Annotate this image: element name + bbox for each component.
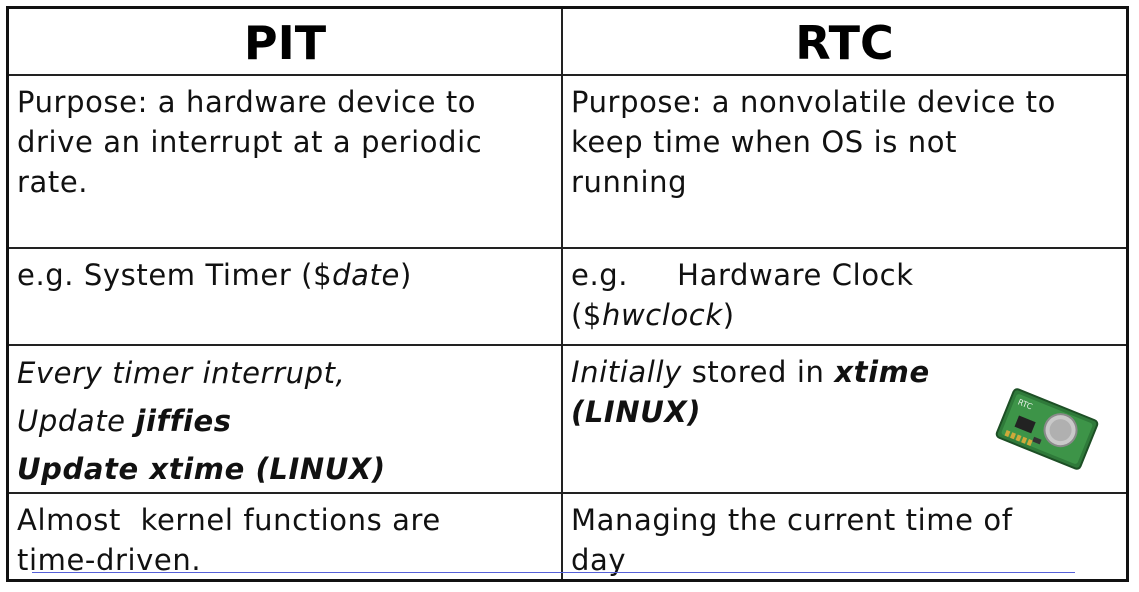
rtc-summary-line: day — [571, 543, 627, 577]
rtc-xtime: xtime — [834, 355, 930, 389]
rtc-purpose-line: keep time when OS is not — [571, 125, 958, 159]
rtc-summary-line: Managing the current time of — [571, 503, 1013, 537]
column-divider — [561, 9, 563, 579]
pit-update-line: Every timer interrupt, — [17, 356, 346, 390]
pit-summary-line: time-driven. — [17, 543, 202, 577]
rtc-stored-in: stored in — [681, 355, 835, 389]
row-divider — [9, 492, 1126, 494]
rtc-example-command: hwclock — [601, 298, 723, 332]
text-underline — [32, 572, 1075, 573]
pit-purpose-line: Purpose: a hardware device to — [17, 85, 477, 119]
rtc-purpose-cell: Purpose: a nonvolatile device to keep ti… — [563, 76, 1126, 202]
header-rtc: RTC — [795, 16, 894, 70]
pit-purpose-line: rate. — [17, 165, 89, 199]
rtc-example-suffix: ) — [722, 298, 735, 332]
pit-example-command: date — [332, 258, 400, 292]
pit-update-cell: Every timer interrupt, Update jiffies Up… — [9, 346, 561, 493]
row-divider — [9, 247, 1126, 249]
pit-example-prefix: e.g. System Timer ($ — [17, 258, 333, 292]
pit-example-suffix: ) — [399, 258, 412, 292]
rtc-example-line: e.g. Hardware Clock — [571, 258, 914, 292]
rtc-purpose-line: running — [571, 165, 688, 199]
rtc-example-cell: e.g. Hardware Clock ($hwclock) — [563, 249, 1126, 335]
rtc-purpose-summary-cell: Managing the current time of day — [563, 494, 1126, 580]
rtc-board-image: RTC — [995, 388, 1099, 470]
comparison-table: PIT RTC Purpose: a hardware device to dr… — [6, 6, 1129, 582]
rtc-purpose-line: Purpose: a nonvolatile device to — [571, 85, 1056, 119]
header-pit: PIT — [243, 16, 327, 70]
pit-purpose-cell: Purpose: a hardware device to drive an i… — [9, 76, 561, 202]
pit-purpose-line: drive an interrupt at a periodic — [17, 125, 483, 159]
pit-update-line: Update jiffies — [17, 397, 553, 445]
row-divider — [9, 344, 1126, 346]
pit-update-xtime: Update xtime (LINUX) — [17, 452, 386, 486]
rtc-example-line: ($hwclock) — [571, 295, 1118, 335]
pit-example-line: e.g. System Timer ($date) — [17, 255, 553, 295]
pit-example-cell: e.g. System Timer ($date) — [9, 249, 561, 295]
pit-purpose-summary-cell: Almost kernel functions are time-driven. — [9, 494, 561, 580]
rtc-initially: Initially — [571, 355, 682, 389]
pit-jiffies: jiffies — [135, 404, 232, 438]
rtc-storage-cell: Initially stored in xtime (LINUX) — [563, 346, 1126, 432]
rtc-linux: (LINUX) — [571, 395, 702, 429]
rtc-storage-line: Initially stored in xtime — [571, 352, 1118, 392]
pit-summary-line: Almost kernel functions are — [17, 503, 441, 537]
pit-update-text: Update — [17, 404, 136, 438]
row-divider — [9, 74, 1126, 76]
rtc-example-prefix: ($ — [571, 298, 602, 332]
